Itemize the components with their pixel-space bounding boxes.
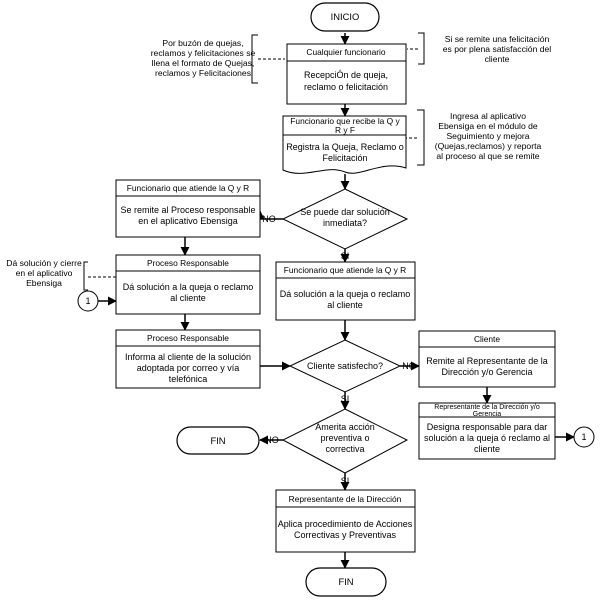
decision1-diamond: Se puede dar solución inmediata? NO SI (262, 188, 409, 261)
note-right-felicitacion: Si se remite una felicitación es por ple… (443, 34, 552, 64)
start-label: INICIO (331, 11, 360, 22)
note-right1-line1: Si se remite una felicitación (445, 34, 550, 44)
decision1-line2: inmediata? (323, 218, 367, 228)
decision2-yes-label: SI (341, 394, 350, 404)
left-box2-header: Proceso Responsable (147, 258, 229, 268)
note-left1-line3: llena el formato de Quejas, (152, 58, 255, 68)
client-box-process: Cliente Remite al Representante de la Di… (418, 330, 556, 388)
left-box3-header: Proceso Responsable (147, 333, 229, 343)
note-right1-line2: es por plena satisfacción del (443, 44, 552, 54)
connector-in-1: 1 (77, 290, 99, 312)
connector-in-label: 1 (85, 296, 90, 306)
note-left2-line2: en el aplicativo (16, 268, 73, 278)
mid-box-body-line1: Dá solución a la queja o reclamo (280, 289, 411, 299)
note-left1-line4: reclamos y Felicitaciones (155, 68, 251, 78)
end-terminal-left: FIN (176, 426, 260, 455)
note-brackets (83, 32, 425, 291)
decision2-no-label: NO (402, 361, 416, 371)
decision3-diamond: Amerita acción preventiva o correctiva N… (265, 408, 409, 486)
rep-box-process: Representante de la Dirección y/o Gerenc… (418, 402, 556, 460)
left-box2-body-line1: Dá solución a la queja o reclamo (123, 282, 254, 292)
rep-box-header-line1: Representante de la Dirección y/o (434, 404, 540, 411)
step2-header-line1: Funcionario que recibe la Q y (290, 116, 400, 126)
note-left1-line2: reclamos y felicitaciones se (151, 48, 256, 58)
dir-box-body-line1: Aplica procedimiento de Acciones (278, 519, 413, 529)
note-right2-line1: Ingresa al aplicativo (450, 111, 526, 121)
step1-body-line2: reclamo o felicitación (304, 82, 388, 92)
dir-box-body-line2: Correctivas y Preventivas (294, 530, 397, 540)
left-box3-body-line2: adoptada por correo y vía (137, 363, 240, 373)
left-box3-body-line3: telefónica (169, 374, 208, 384)
left-box3-process: Proceso Responsable Informa al cliente d… (115, 329, 261, 389)
rep-box-body-line3: cliente (474, 444, 500, 454)
decision2-line1: Cliente satisfecho? (307, 361, 383, 371)
note-right2-line2: Ebensiga en el módulo de (438, 121, 538, 131)
note-right2-line4: (Quejas,reclamos) y reporta (435, 141, 542, 151)
client-box-body-line2: Dirección y/o Gerencia (441, 367, 532, 377)
mid-box-header: Funcionario que atiende la Q y R (284, 265, 406, 275)
note-left2-line1: Dá solución y cierre (6, 258, 82, 268)
connector-out-label: 1 (581, 432, 586, 442)
rep-box-header-line2: Gerencia (473, 411, 502, 418)
decision1-line1: Se puede dar solución (300, 207, 390, 217)
step2-body-line1: Registra la Queja, Reclamo o (286, 142, 404, 152)
step1-header: Cualquier funcionario (306, 47, 385, 57)
end-terminal: FIN (305, 567, 387, 597)
note-left-cierre: Dá solución y cierre en el aplicativo Eb… (6, 258, 82, 288)
decision3-line3: correctiva (325, 444, 364, 454)
note-right1-line3: cliente (485, 54, 510, 64)
dir-box-header: Representante de la Dirección (289, 494, 402, 504)
left-box1-header: Funcionario que atiende la Q y R (127, 183, 249, 193)
step2-body-line2: Felicitación (322, 153, 367, 163)
step2-document-box: Funcionario que recibe la Q y R y F Regi… (282, 115, 407, 174)
left-box2-body-line2: al cliente (170, 293, 206, 303)
left-box1-process: Funcionario que atiende la Q y R Se remi… (115, 179, 261, 238)
dir-box-process: Representante de la Dirección Aplica pro… (275, 489, 416, 553)
note-right-ebensiga: Ingresa al aplicativo Ebensiga en el mód… (435, 111, 542, 161)
decision1-yes-label: SI (341, 251, 350, 261)
decision2-diamond: Cliente satisfecho? NO SI (288, 339, 416, 404)
note-left2-line3: Ebensiga (26, 278, 62, 288)
left-box1-body-line2: en el aplicativo Ebensiga (138, 216, 238, 226)
connector-out-1: 1 (573, 426, 595, 448)
step2-header-line2: R y F (335, 125, 355, 135)
flow-lines (98, 33, 575, 569)
step1-process-box: Cualquier funcionario RecepciÓn de queja… (286, 43, 407, 105)
left-box2-process: Proceso Responsable Dá solución a la que… (115, 254, 261, 315)
mid-box-body-line2: al cliente (327, 300, 363, 310)
decision3-yes-label: SI (341, 476, 350, 486)
left-box3-body-line1: Informa al cliente de la solución (125, 352, 251, 362)
note-left-buzon: Por buzón de quejas, reclamos y felicita… (151, 38, 256, 78)
mid-box-process: Funcionario que atiende la Q y R Dá solu… (275, 261, 416, 321)
decision3-line2: preventiva o (320, 433, 369, 443)
end-label: FIN (338, 576, 353, 587)
left-box1-body-line1: Se remite al Proceso responsable (120, 205, 255, 215)
step1-body-line1: RecepciÓn de queja, (304, 70, 388, 80)
rep-box-body-line1: Designa responsable para dar (427, 422, 548, 432)
decision3-line1: Amerita acción (315, 422, 375, 432)
start-terminal: INICIO (310, 2, 380, 32)
note-right2-line3: Seguimiento y mejora (446, 131, 529, 141)
rep-box-body-line2: solución a la queja ó reclamo al (424, 433, 550, 443)
note-right2-line5: al proceso al que se remite (436, 151, 539, 161)
end-left-label: FIN (210, 435, 225, 446)
decision1-no-label: NO (262, 214, 276, 224)
client-box-body-line1: Remite al Representante de la (426, 356, 548, 366)
decision3-no-label: NO (265, 435, 279, 445)
client-box-header: Cliente (474, 334, 500, 344)
note-left1-line1: Por buzón de quejas, (162, 38, 243, 48)
